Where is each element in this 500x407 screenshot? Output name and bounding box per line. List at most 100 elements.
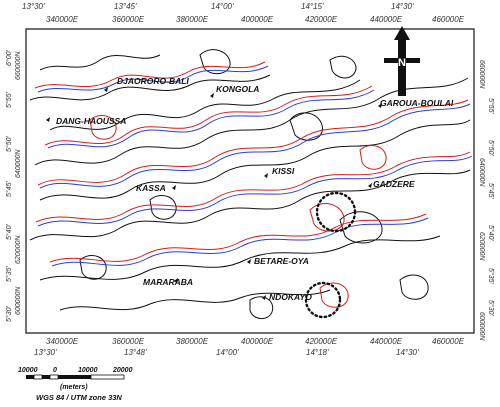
contour-layer [29, 49, 473, 319]
place-garoua-boulai: GAROUA-BOULAI [378, 98, 454, 108]
bottom-tick-label: 14°18' [306, 348, 329, 357]
scale-bar: 10000 0 10000 20000 (meters) [18, 367, 133, 391]
place-marker-icon [247, 259, 251, 264]
right-tick-label: 5°55' [487, 98, 495, 114]
place-marker-icon [368, 183, 372, 188]
bottom-tick-label: 14°30' [396, 348, 419, 357]
top-tick-label: 14°00' [211, 2, 234, 11]
bottom-easting-label: 440000E [370, 337, 403, 346]
bottom-easting-label: 340000E [46, 337, 79, 346]
place-kissi: KISSI [264, 166, 295, 178]
left-tick-label: 5°40' [5, 224, 13, 240]
top-tick-label: 13°45' [114, 2, 137, 11]
place-label: KONGOLA [216, 84, 259, 94]
blue-contours [37, 65, 473, 267]
place-label: DANG-HAOUSSA [56, 116, 126, 126]
place-label: KISSI [272, 166, 295, 176]
top-easting-label: 360000E [112, 15, 145, 24]
left-tick-label: 640000N [15, 149, 22, 178]
bottom-tick-label: 14°00' [216, 348, 239, 357]
bottom-easting-label: 380000E [176, 337, 209, 346]
place-marker-icon [210, 93, 214, 98]
scale-label: 10000 [78, 367, 98, 374]
top-easting-label: 460000E [432, 15, 465, 24]
right-tick-label: 5°50' [487, 140, 495, 156]
top-degree-ticks: 13°30' 13°45' 14°00' 14°15' 14°30' [22, 2, 414, 11]
place-ndokayo: NDOKAYO [262, 292, 312, 302]
north-arrow: N [384, 26, 420, 96]
place-marker-icon [46, 117, 50, 122]
top-easting-label: 400000E [241, 15, 274, 24]
place-marker-icon [264, 173, 268, 178]
scale-segment [42, 375, 50, 379]
bottom-easting-ticks: 340000E 360000E 380000E 400000E 420000E … [46, 337, 465, 346]
top-easting-label: 440000E [370, 15, 403, 24]
anomaly-dotted-circle [315, 191, 357, 233]
north-arrow-crossbar [384, 58, 420, 63]
place-label: KASSA [136, 183, 166, 193]
place-kassa: KASSA [136, 183, 176, 193]
place-marker-icon [174, 278, 178, 283]
north-arrow-head-icon [394, 26, 410, 40]
bottom-tick-label: 13°48' [124, 348, 147, 357]
bottom-easting-label: 420000E [305, 337, 338, 346]
scale-segment [33, 374, 43, 380]
top-tick-label: 13°30' [22, 2, 45, 11]
bottom-easting-label: 460000E [432, 337, 465, 346]
top-tick-label: 14°30' [391, 2, 414, 11]
top-easting-label: 420000E [305, 15, 338, 24]
anomaly-dotted-circle [304, 281, 342, 319]
place-label: GAROUA-BOULAI [380, 98, 454, 108]
place-label: GADZERE [373, 179, 415, 189]
place-labels: DJAORORO-BALI KONGOLA GAROUA-BOULAI DANG… [46, 76, 454, 302]
left-tick-label: 600000N [15, 286, 22, 315]
left-ticks: 6°00' 660000N 5°55' 5°50' 640000N 5°45' … [5, 50, 22, 322]
top-easting-ticks: 340000E 360000E 380000E 400000E 420000E … [46, 15, 465, 24]
left-tick-label: 5°45' [5, 181, 13, 197]
scale-label: 10000 [18, 367, 38, 374]
scale-unit: (meters) [60, 384, 88, 391]
left-tick-label: 5°35' [5, 266, 13, 282]
place-mararaba: MARARABA [143, 277, 193, 287]
north-arrow-shaft [398, 34, 406, 96]
scale-segment [58, 375, 91, 379]
place-marker-icon [262, 295, 266, 300]
black-contours [29, 49, 471, 319]
scale-segment [90, 374, 125, 380]
north-label: N [398, 57, 406, 69]
left-tick-label: 5°30' [5, 306, 13, 322]
left-tick-label: 5°50' [5, 136, 13, 152]
right-tick-label: 600000N [478, 312, 485, 341]
place-gadzere: GADZERE [368, 179, 415, 189]
place-label: DJAORORO-BALI [117, 76, 189, 86]
right-ticks: 660000N 5°55' 5°50' 640000N 5°45' 5°40' … [478, 60, 495, 341]
right-tick-label: 5°40' [487, 225, 495, 241]
right-tick-label: 5°30' [487, 300, 495, 316]
place-label: BETARE-OYA [254, 256, 309, 266]
scale-label: 20000 [112, 367, 133, 374]
left-tick-label: 6°00' [5, 50, 13, 66]
red-contours [34, 61, 471, 308]
scale-segment [49, 374, 59, 380]
place-label: NDOKAYO [269, 292, 312, 302]
right-tick-label: 5°35' [487, 268, 495, 284]
right-tick-label: 660000N [478, 60, 485, 89]
right-tick-label: 5°45' [487, 183, 495, 199]
projection-label: WGS 84 / UTM zone 33N [36, 393, 122, 402]
left-tick-label: 620000N [15, 235, 22, 264]
bottom-degree-ticks: 13°30' 13°48' 14°00' 14°18' 14°30' [34, 348, 419, 357]
bottom-easting-label: 400000E [241, 337, 274, 346]
scale-segment [26, 375, 34, 379]
bottom-easting-label: 360000E [112, 337, 145, 346]
top-tick-label: 14°15' [301, 2, 324, 11]
place-marker-icon [104, 87, 108, 92]
right-tick-label: 640000N [478, 158, 485, 187]
scale-label: 0 [53, 367, 57, 374]
bottom-tick-label: 13°30' [34, 348, 57, 357]
place-betare-oya: BETARE-OYA [247, 256, 309, 266]
right-tick-label: 620000N [478, 232, 485, 261]
top-easting-label: 380000E [176, 15, 209, 24]
place-dang-haoussa: DANG-HAOUSSA [46, 116, 126, 126]
place-label: MARARABA [143, 277, 193, 287]
left-tick-label: 660000N [15, 51, 22, 80]
